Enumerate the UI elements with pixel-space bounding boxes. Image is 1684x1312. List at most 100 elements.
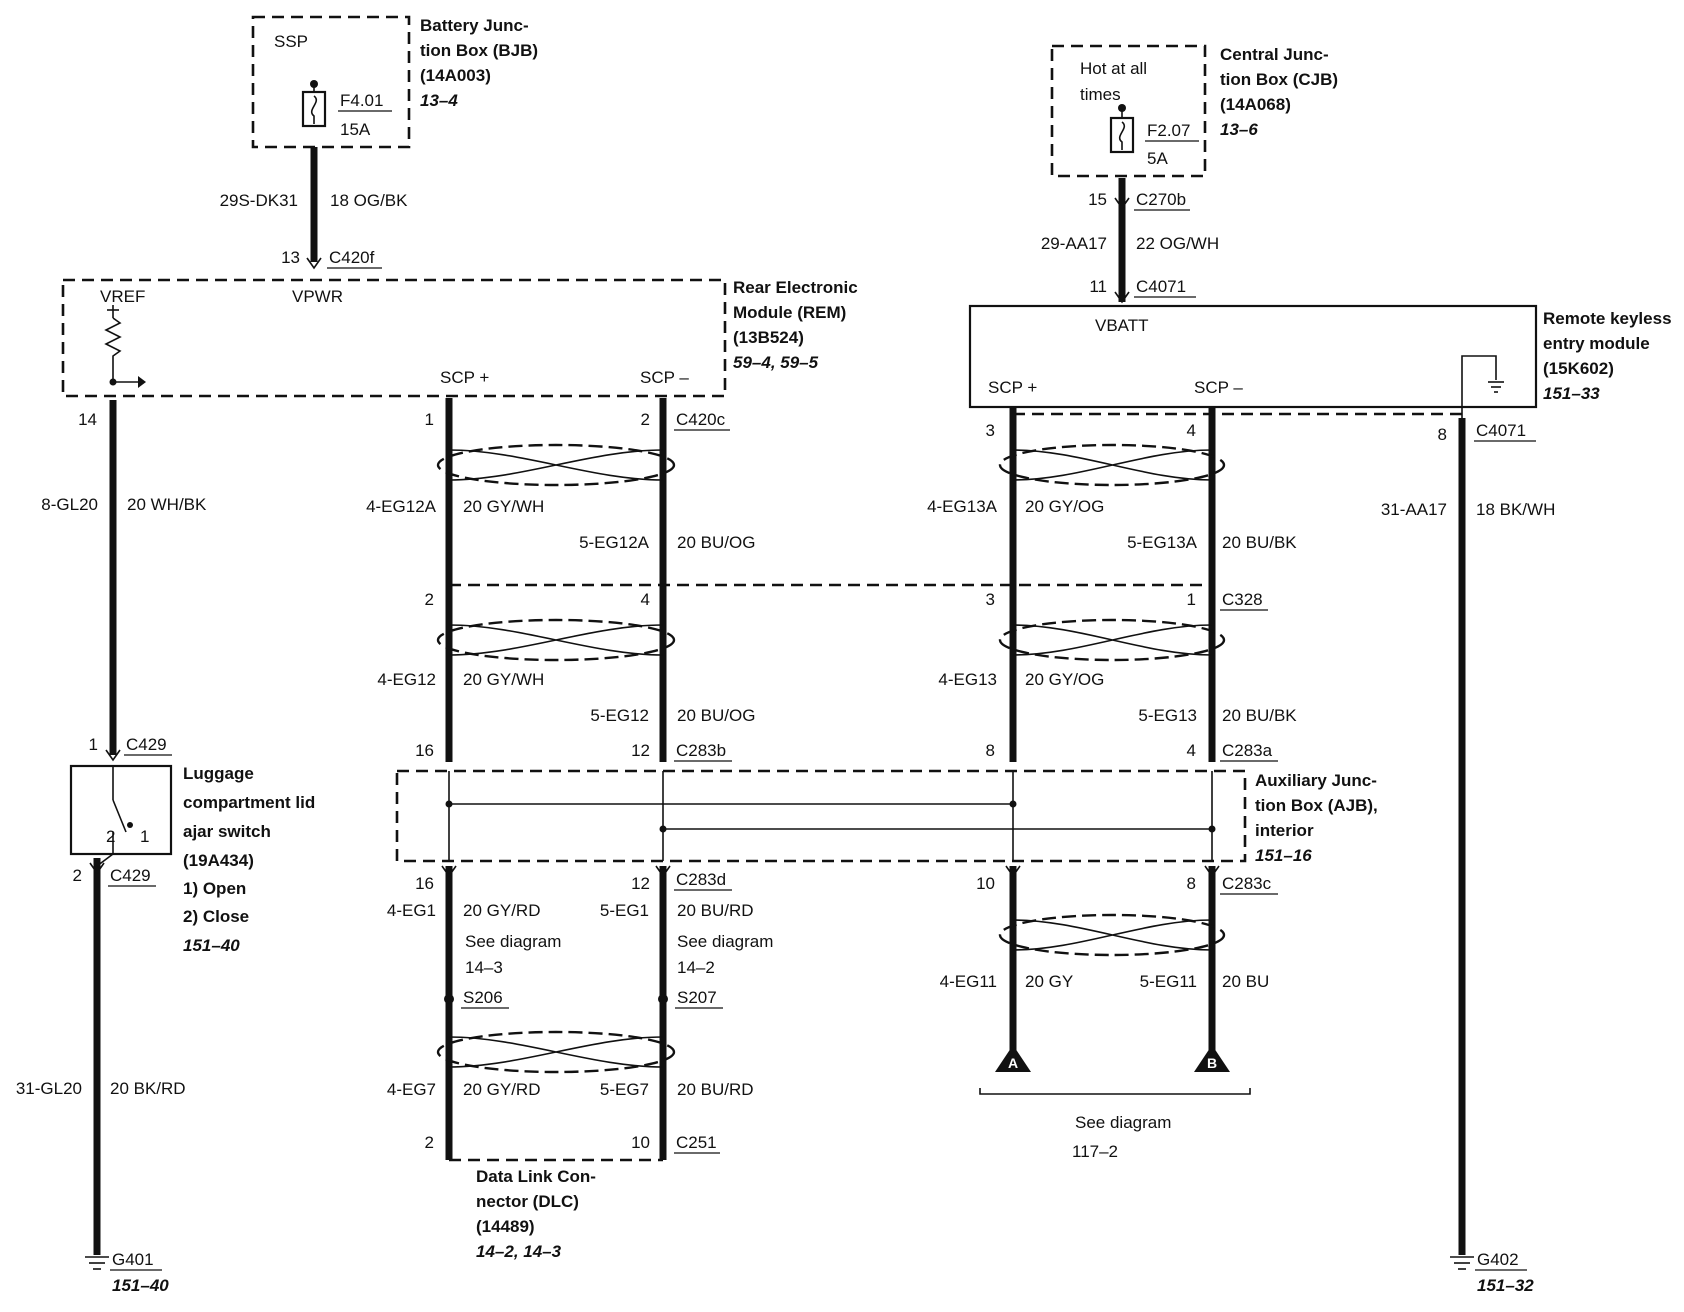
rke-pin-8: 8 [1438,425,1447,444]
wire-5-eg11-color: 20 BU [1222,972,1269,991]
wire-5-eg12a-color: 20 BU/OG [677,533,755,552]
twisted-pair-icon [998,913,1226,957]
c328-pin-1: 1 [1187,590,1196,609]
rem-part: (13B524) [733,328,804,347]
wire-5-eg13a-color: 20 BU/BK [1222,533,1297,552]
module-ground-icon [1488,381,1504,393]
cjb-inner-2: times [1080,85,1121,104]
pin-11: 11 [1089,277,1107,296]
c429-pin-2: 2 [73,866,82,885]
wire-29s-dk31-circuit: 29S-DK31 [220,191,298,210]
wire-5-eg12a-circuit: 5-EG12A [579,533,650,552]
cjb-name-1: Central Junc- [1220,45,1329,64]
wire-31-aa17-circuit: 31-AA17 [1381,500,1447,519]
wire-31-aa17-color: 18 BK/WH [1476,500,1555,519]
fuse-icon [301,90,327,128]
rem-pin-2: 2 [641,410,650,429]
see-diagram-3-ref: 117–2 [1072,1142,1118,1161]
wire-4-eg11-color: 20 GY [1025,972,1073,991]
connector-c283c: C283c [1222,874,1272,893]
c283d-pin-12: 12 [631,874,650,893]
wire-5-eg1-circuit: 5-EG1 [600,901,649,920]
switch-option-open: 1) Open [183,879,246,898]
wire-8-gl20-circuit: 8-GL20 [41,495,98,514]
twisted-pair-icon [436,443,676,487]
resistor-icon [104,317,122,382]
wire-8-gl20-color: 20 WH/BK [127,495,207,514]
ajb-name-2: tion Box (AJB), [1255,796,1378,815]
connector-c420c: C420c [676,410,726,429]
wire-5-eg1-color: 20 BU/RD [677,901,754,920]
c283b-pin-16: 16 [415,741,434,760]
rke-ref: 151–33 [1543,384,1600,403]
c328-pin-2: 2 [425,590,434,609]
ground-g402: G402 [1477,1250,1519,1269]
ground-g401-icon [85,1256,109,1270]
wire-4-eg11-circuit: 4-EG11 [940,972,997,991]
cjb-fuse-label: F2.07 [1147,121,1190,140]
splice-s206-icon [444,994,454,1004]
twisted-pair-icon [998,443,1226,487]
wire-4-eg12-color: 20 GY/WH [463,670,544,689]
switch-part: (19A434) [183,851,254,870]
luggage-lid-ajar-switch: 2 1 Luggage compartment lid ajar switch … [69,764,315,955]
switch-blade-icon [112,799,127,833]
see-diagram-bracket [979,1088,1251,1095]
connector-c4071-bottom: C4071 [1476,421,1526,440]
rem-vpwr: VPWR [292,287,343,306]
wire-4-eg12a-color: 20 GY/WH [463,497,544,516]
splice-s207-icon [658,994,668,1004]
bjb-fuse-amps: 15A [340,120,371,139]
wire-5-eg13-circuit: 5-EG13 [1138,706,1197,725]
splice-s207: S207 [677,988,717,1007]
wire-4-eg1-circuit: 4-EG1 [387,901,436,920]
switch-name-3: ajar switch [183,822,271,841]
wire-4-eg13a-circuit: 4-EG13A [927,497,998,516]
connector-c283d: C283d [676,870,726,889]
rke-pin-3: 3 [986,421,995,440]
pin-13: 13 [281,248,300,267]
connector-c283b: C283b [676,741,726,760]
switch-option-close: 2) Close [183,907,249,926]
pin-14: 14 [78,410,97,429]
c328-pin-3: 3 [986,590,995,609]
rem-scp-minus: SCP – [640,368,689,387]
bjb-ref: 13–4 [420,91,458,110]
twisted-pair-icon [436,618,676,662]
rke-part: (15K602) [1543,359,1614,378]
wire-4-eg13-color: 20 GY/OG [1025,670,1104,689]
rke-scp-plus: SCP + [988,378,1037,397]
c283a-pin-8: 8 [986,741,995,760]
ground-g401: G401 [112,1250,154,1269]
bjb-name-1: Battery Junc- [420,16,529,35]
rem-vref: VREF [100,287,145,306]
data-link-connector: Data Link Con- nector (DLC) (14489) 14–2… [476,1167,596,1261]
connector-c429-bottom: C429 [110,866,151,885]
rke-name-1: Remote keyless [1543,309,1672,328]
dlc-ref: 14–2, 14–3 [476,1242,562,1261]
wire-4-eg12-circuit: 4-EG12 [377,670,436,689]
cjb-name-2: tion Box (CJB) [1220,70,1338,89]
c283c-pin-10: 10 [976,874,995,893]
switch-ref: 151–40 [183,936,240,955]
ground-g401-ref: 151–40 [112,1276,169,1295]
wire-5-eg13a-circuit: 5-EG13A [1127,533,1198,552]
twisted-pair-icon [436,1030,676,1074]
wire-5-eg12-circuit: 5-EG12 [590,706,649,725]
central-junction-box: Hot at all times F2.07 5A Central Junc- … [1050,44,1338,178]
rke-name-2: entry module [1543,334,1650,353]
switch-pin-2: 2 [106,827,115,846]
wire-4-eg13-circuit: 4-EG13 [938,670,997,689]
see-diagram-1-ref: 14–3 [465,958,503,977]
c429-pin-1: 1 [89,735,98,754]
connector-c4071-top: C4071 [1136,277,1186,296]
rke-vbatt: VBATT [1095,316,1149,335]
wire-29s-dk31-color: 18 OG/BK [330,191,408,210]
wire-29-aa17-color: 22 OG/WH [1136,234,1219,253]
connector-c283a: C283a [1222,741,1273,760]
wire-5-eg13-color: 20 BU/BK [1222,706,1297,725]
flag-b-label: B [1207,1055,1217,1071]
rem-scp-plus: SCP + [440,368,489,387]
twisted-pair-icon [998,618,1226,662]
